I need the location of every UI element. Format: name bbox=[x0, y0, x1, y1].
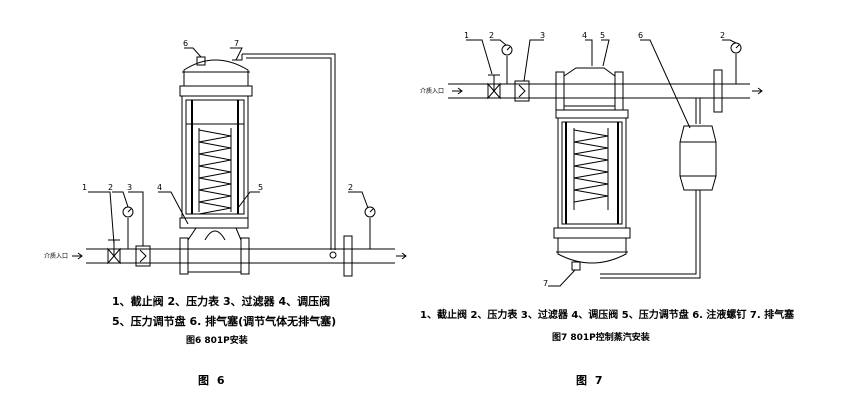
callout-2-outlet: 2 bbox=[348, 183, 354, 192]
callout-5: 5 bbox=[600, 31, 606, 40]
inlet-label: 介质入口 bbox=[420, 88, 445, 95]
callout-6: 6 bbox=[638, 31, 644, 40]
legend-line-1: 1、截止阀 2、压力表 3、过滤器 4、调压阀 bbox=[112, 295, 331, 308]
callout-1: 1 bbox=[464, 31, 470, 40]
callout-2-outlet: 2 bbox=[720, 31, 726, 40]
figure-subcaption: 图7 801P控制蒸汽安装 bbox=[552, 333, 650, 343]
callout-6: 6 bbox=[183, 39, 189, 48]
callout-3: 3 bbox=[127, 183, 133, 192]
figure-caption: 图 6 bbox=[198, 374, 227, 387]
legend-line: 1、截止阀 2、压力表 3、过滤器 4、调压阀 5、压力调节盘 6. 注液螺钉 … bbox=[420, 310, 795, 321]
legend-line-2: 5、压力调节盘 6. 排气塞(调节气体无排气塞) bbox=[112, 315, 337, 328]
callout-7: 7 bbox=[234, 39, 240, 48]
callout-5: 5 bbox=[258, 183, 264, 192]
figure-subcaption: 图6 801P安装 bbox=[186, 336, 248, 346]
callout-3: 3 bbox=[540, 31, 546, 40]
callout-4: 4 bbox=[157, 183, 163, 192]
callout-1: 1 bbox=[82, 183, 88, 192]
callout-2: 2 bbox=[108, 183, 114, 192]
callout-7: 7 bbox=[543, 279, 549, 288]
figure7-drawing bbox=[448, 39, 763, 287]
callout-2: 2 bbox=[489, 31, 495, 40]
inlet-label: 介质入口 bbox=[44, 253, 69, 260]
figure-caption: 图 7 bbox=[576, 374, 605, 387]
callout-4: 4 bbox=[582, 31, 588, 40]
figure6-drawing bbox=[72, 47, 407, 277]
